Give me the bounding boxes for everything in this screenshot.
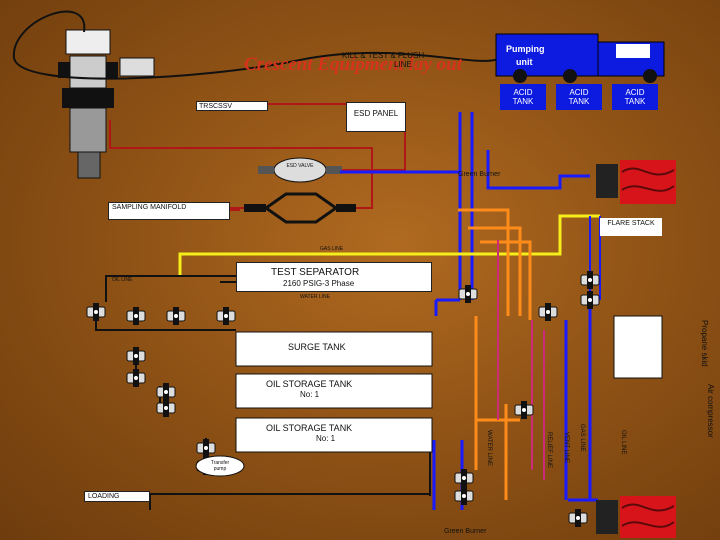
esd-valve-label: ESD VALVE: [286, 163, 314, 169]
oil-storage-tank-2-label: OIL STORAGE TANK: [266, 423, 353, 433]
transfer-pump-label: Transfer pump: [210, 460, 230, 472]
oil-line-left-label: OIL LINE: [112, 277, 133, 283]
sampling-line: [109, 120, 373, 209]
gas-line-label: GAS LINE: [320, 246, 344, 252]
collector-line: [432, 300, 598, 510]
relief-line-label: RELIEF LINE: [546, 432, 552, 469]
pumping-unit-label: Pumping: [506, 44, 545, 54]
propane-skid-label: Propane skid: [700, 320, 709, 367]
surge-tank-label: SURGE TANK: [288, 342, 346, 352]
esd-valve-icon: [258, 157, 342, 183]
sampling-manifold-valves: [244, 192, 356, 224]
flare-stack: FLARE STACK: [600, 218, 662, 236]
water-line-vertical-label: WATER LINE: [486, 430, 492, 467]
trscssv-label: TRSCSSV: [196, 101, 268, 111]
burner-flame-icon-bottom: [596, 496, 676, 538]
oil-line-left: [105, 275, 236, 302]
main-flow-line: [340, 112, 474, 302]
acid-tank-2: [556, 84, 602, 110]
test-separator-label: TEST SEPARATOR: [271, 267, 360, 278]
oil-storage-tank-1-label: OIL STORAGE TANK: [266, 379, 353, 389]
vent-line-label: VENT LINE: [563, 432, 569, 463]
oil-storage-tank-1-number: No: 1: [300, 390, 320, 399]
esd-panel: ESD PANEL: [346, 102, 406, 132]
oil-storage-tank-2-number: No: 1: [316, 434, 336, 443]
oil-line-vertical-label: OIL LINE: [620, 430, 626, 455]
water-line-top-label: WATER LINE: [300, 294, 331, 300]
acid-tank-1: [500, 84, 546, 110]
burner-flame-icon: [596, 160, 676, 204]
sampling-manifold: SAMPLING MANIFOLD: [108, 202, 230, 220]
pumping-unit-label-2: unit: [516, 57, 533, 67]
burner-flow-line: [486, 150, 590, 190]
page-title: Crescent Equipment lay out: [244, 54, 462, 75]
oil-storage-tank-2-shape: [235, 417, 433, 453]
oil-storage-tank-1-shape: [235, 373, 433, 409]
transfer-pump-icon: [195, 455, 245, 477]
water-lines: [458, 208, 532, 500]
acid-tank-1-label: ACID TANK: [512, 88, 534, 106]
propane-skid-shape: [613, 315, 663, 379]
esd-control-line: [230, 103, 406, 211]
acid-tank-3: [612, 84, 658, 110]
gas-line-vertical-label: GAS LINE: [579, 424, 585, 452]
kill-line-label-2: LINE: [394, 60, 412, 69]
pumping-truck-icon: [495, 33, 665, 83]
surge-tank-shape: [235, 331, 433, 367]
gas-line: [178, 214, 600, 276]
test-separator-spec: 2160 PSIG-3 Phase: [283, 279, 355, 288]
acid-tank-3-label: ACID TANK: [624, 88, 646, 106]
green-burner-bottom-label: Green Burner: [444, 528, 487, 535]
relief-lines: [497, 240, 545, 480]
kill-line-label: KILL & TEST & FLUSH: [342, 51, 425, 60]
wellhead-icon: [58, 29, 155, 179]
test-separator: TEST SEPARATOR 2160 PSIG-3 Phase: [236, 262, 432, 292]
loading-label: LOADING: [84, 491, 150, 502]
air-compressor-label: Air compressor: [706, 384, 715, 438]
acid-tank-2-label: ACID TANK: [568, 88, 590, 106]
green-burner-top-label: Green Burner: [458, 171, 501, 178]
kill-line-hose: [12, 10, 501, 80]
